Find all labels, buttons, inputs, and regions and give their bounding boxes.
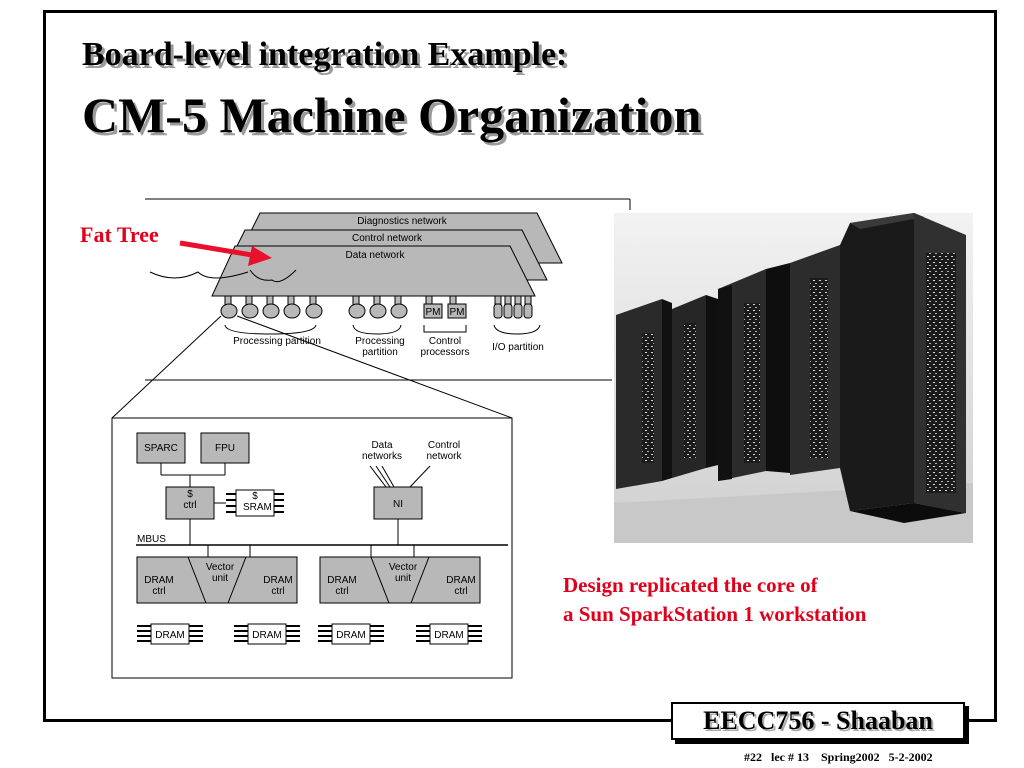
node-icon: [390, 303, 408, 319]
control-network-label: Control network: [352, 233, 423, 244]
slide-title-line1: Board-level integration Example:: [82, 36, 568, 73]
fat-tree-label: Fat Tree: [80, 222, 159, 247]
fpu-block: [200, 432, 250, 464]
sram-chip: [235, 489, 275, 517]
io-node-icon: [523, 303, 533, 319]
data-network-label: Data network: [346, 250, 406, 261]
node-icon: [369, 303, 387, 319]
node-icon: [241, 303, 259, 319]
dram-label: DRAM: [336, 630, 365, 641]
fpu-label: FPU: [215, 443, 235, 454]
ni-block: [373, 486, 423, 520]
dram-chip: [331, 623, 371, 645]
ni-label: NI: [393, 499, 403, 510]
dram-ctrl-label: DRAM ctrl: [446, 575, 475, 597]
io-node-icon: [503, 303, 513, 319]
fat-tree-arrow-head: [248, 246, 272, 266]
pm-label-1: PM: [426, 307, 441, 318]
dram-chip: [247, 623, 287, 645]
io-node-icon: [493, 303, 503, 319]
slide-meta: #22 lec # 13 Spring2002 5-2-2002: [744, 750, 933, 764]
node-icon: [283, 303, 301, 319]
slide-frame: [43, 10, 997, 722]
dram-label: DRAM: [434, 630, 463, 641]
io-partition-label: I/O partition: [492, 342, 544, 353]
pm-label-2: PM: [450, 307, 465, 318]
cm5-machine-photo: [614, 213, 973, 543]
node-icon: [305, 303, 323, 319]
control-processors-label: Control processors: [421, 336, 470, 358]
fat-tree-brace-left: [149, 271, 249, 279]
node-icon: [348, 303, 366, 319]
sparc-label: SPARC: [144, 443, 178, 454]
fat-tree-arrow-shaft: [179, 240, 259, 259]
cache-ctrl-label: $ ctrl: [183, 489, 196, 511]
caption-line2: a Sun SparkStation 1 workstation: [563, 602, 867, 626]
vector-unit-label: Vector unit: [389, 562, 417, 584]
vector-unit-label: Vector unit: [206, 562, 234, 584]
node-icon: [262, 303, 280, 319]
fat-tree-brace-right: [249, 269, 297, 283]
sram-label: $ SRAM: [243, 491, 272, 513]
vector-unit-group-1: [136, 556, 298, 604]
data-networks-label: Data networks: [362, 440, 402, 462]
vector-unit-group-2: [319, 556, 481, 604]
io-node-icon: [513, 303, 523, 319]
dram-chip: [150, 623, 190, 645]
mbus-label: MBUS: [137, 534, 166, 545]
diagnostics-network-label: Diagnostics network: [357, 216, 447, 227]
course-footer: EECC756 - Shaaban: [671, 702, 965, 740]
dram-ctrl-label: DRAM ctrl: [263, 575, 292, 597]
data-network-layer: [211, 245, 536, 297]
cache-ctrl-block: [165, 486, 215, 520]
dram-ctrl-label: DRAM ctrl: [144, 575, 173, 597]
pm-node-1: [423, 303, 443, 319]
caption-line1: Design replicated the core of: [563, 573, 818, 597]
pm-node-2: [447, 303, 467, 319]
dram-label: DRAM: [155, 630, 184, 641]
dram-chip: [429, 623, 469, 645]
dram-ctrl-label: DRAM ctrl: [327, 575, 356, 597]
node-icon: [220, 303, 238, 319]
processing-partition-1-label: Processing partition: [233, 336, 321, 347]
dram-label: DRAM: [252, 630, 281, 641]
slide-title-line2: CM-5 Machine Organization: [82, 87, 702, 143]
processing-partition-2-label: Processing partition: [355, 336, 404, 358]
control-network-node-label: Control network: [426, 440, 461, 462]
